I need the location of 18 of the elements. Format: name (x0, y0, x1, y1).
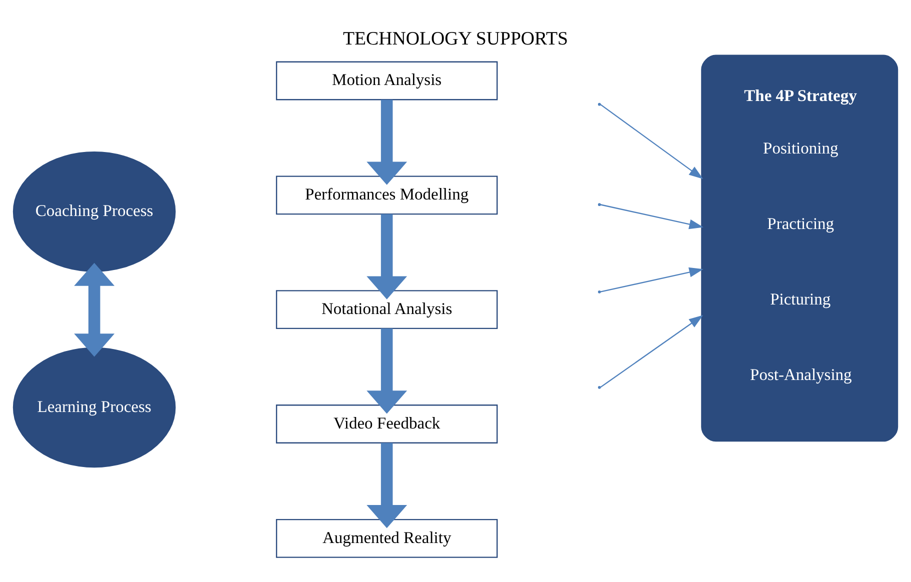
node-ellipse: Learning Process (12, 347, 176, 468)
arrow (366, 100, 408, 185)
diagram-title: TECHNOLOGY SUPPORTS (342, 28, 568, 50)
arrow (600, 204, 704, 230)
node-box: Video Feedback (276, 404, 498, 444)
node-ellipse: Coaching Process (12, 152, 176, 272)
arrow (600, 104, 704, 180)
arrow (600, 315, 704, 388)
arrow (366, 442, 408, 528)
arrow (366, 328, 408, 414)
arrow (74, 262, 115, 357)
arrow (600, 267, 704, 292)
arrow (366, 214, 408, 300)
node-box: The 4P Strategy Positioning Practicing Picturing Post-Analysing (701, 54, 898, 442)
node-box: Motion Analysis (276, 61, 498, 100)
node-box: Augmented Reality (276, 518, 498, 558)
node-box: Performances Modelling (276, 176, 498, 215)
node-box: Notational Analysis (276, 290, 498, 330)
